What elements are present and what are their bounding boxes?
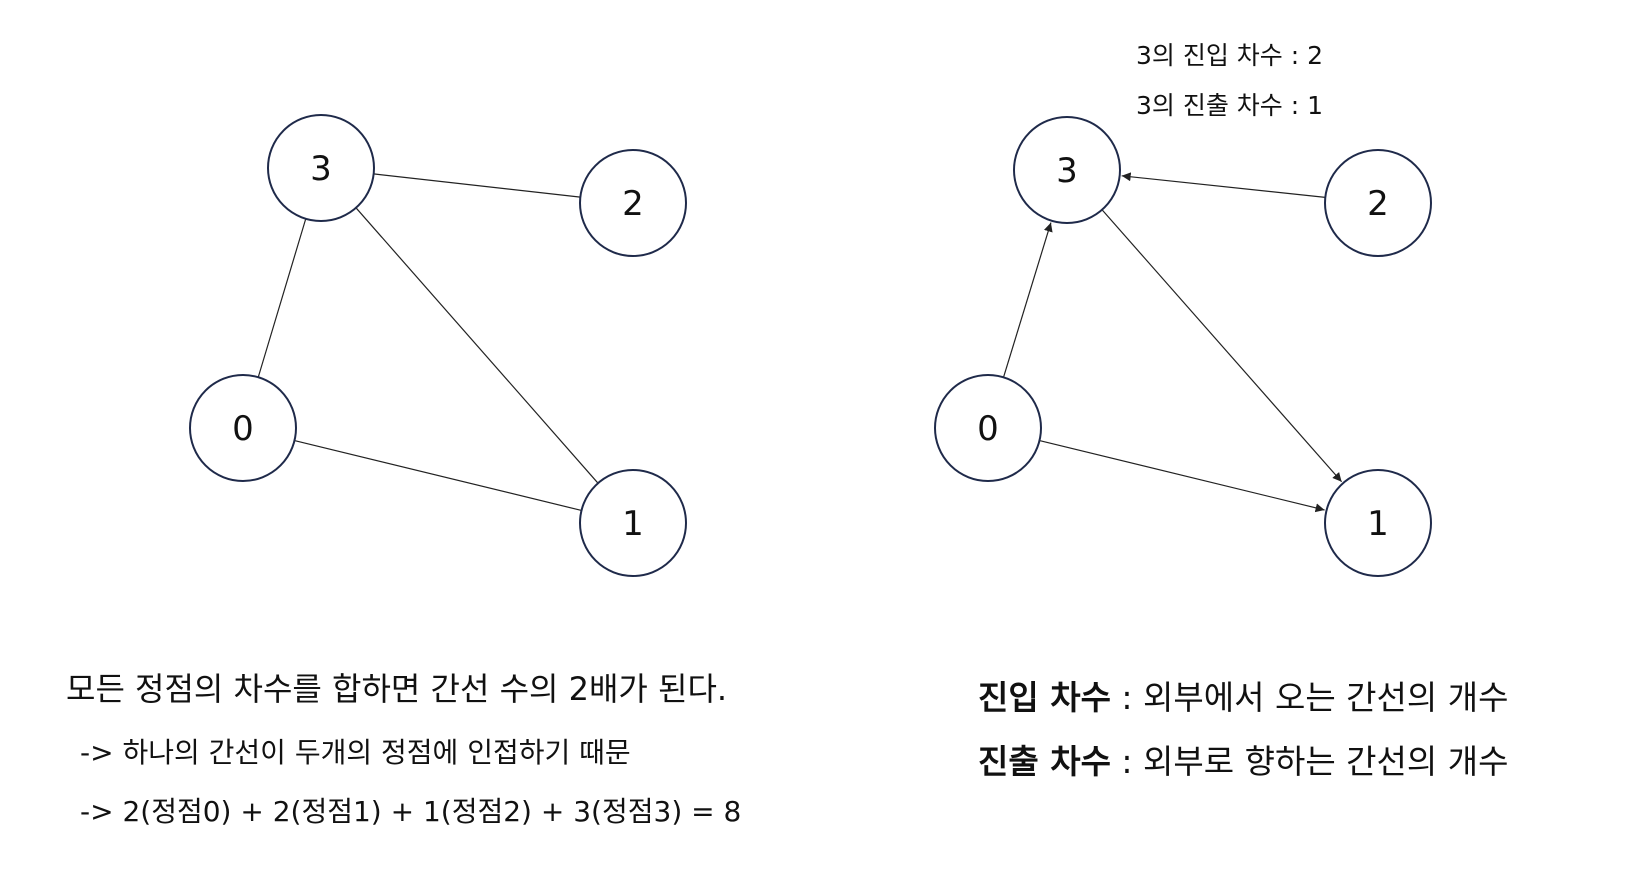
degree-sum-reason: -> 하나의 간선이 두개의 정점에 인접하기 때문 [80, 736, 631, 769]
directed-node-label-1: 1 [1367, 504, 1389, 544]
in-degree-definition: 진입 차수 : 외부에서 오는 간선의 개수 [978, 671, 1508, 719]
directed-node-label-2: 2 [1367, 184, 1389, 224]
directed-node-1 [1324, 469, 1432, 577]
undirected-node-3 [267, 114, 375, 222]
out-degree-definition: 진출 차수 : 외부로 향하는 간선의 개수 [978, 735, 1508, 783]
degree-sum-example: -> 2(정점0) + 2(정점1) + 1(정점2) + 3(정점3) = 8 [80, 795, 742, 828]
directed-node-0 [934, 374, 1042, 482]
in-degree-description: : 외부에서 오는 간선의 개수 [1110, 678, 1509, 717]
directed-edge-0-1 [1039, 439, 1325, 513]
out-degree-note: 3의 진출 차수 : 1 [1136, 91, 1324, 120]
undirected-node-label-0: 0 [232, 409, 254, 449]
out-degree-description: : 외부로 향하는 간선의 개수 [1110, 742, 1509, 781]
directed-edge-0-3 [1002, 222, 1053, 378]
undirected-edge-0-1 [294, 439, 582, 512]
directed-node-label-3: 3 [1056, 151, 1078, 191]
directed-node-3 [1013, 116, 1121, 224]
undirected-edge-3-2 [373, 173, 581, 198]
undirected-node-0 [189, 374, 297, 482]
undirected-node-1 [579, 469, 687, 577]
undirected-node-label-3: 3 [310, 149, 332, 189]
undirected-graph: 0 1 2 3 [189, 114, 687, 577]
undirected-node-label-2: 2 [622, 184, 644, 224]
undirected-edge-3-1 [355, 207, 599, 484]
degree-sum-statement: 모든 정점의 차수를 합하면 간선 수의 2배가 된다. [66, 670, 728, 708]
out-degree-term: 진출 차수 [978, 742, 1111, 781]
directed-node-2 [1324, 149, 1432, 257]
directed-edge-3-1 [1101, 209, 1343, 483]
undirected-node-label-1: 1 [622, 504, 644, 544]
undirected-node-2 [579, 149, 687, 257]
in-degree-note: 3의 진입 차수 : 2 [1136, 41, 1324, 70]
undirected-edge-3-0 [257, 218, 307, 378]
directed-edge-2-3 [1121, 172, 1326, 199]
directed-graph: 0 1 2 3 [934, 116, 1432, 577]
directed-node-label-0: 0 [977, 409, 999, 449]
in-degree-term: 진입 차수 [978, 678, 1111, 717]
